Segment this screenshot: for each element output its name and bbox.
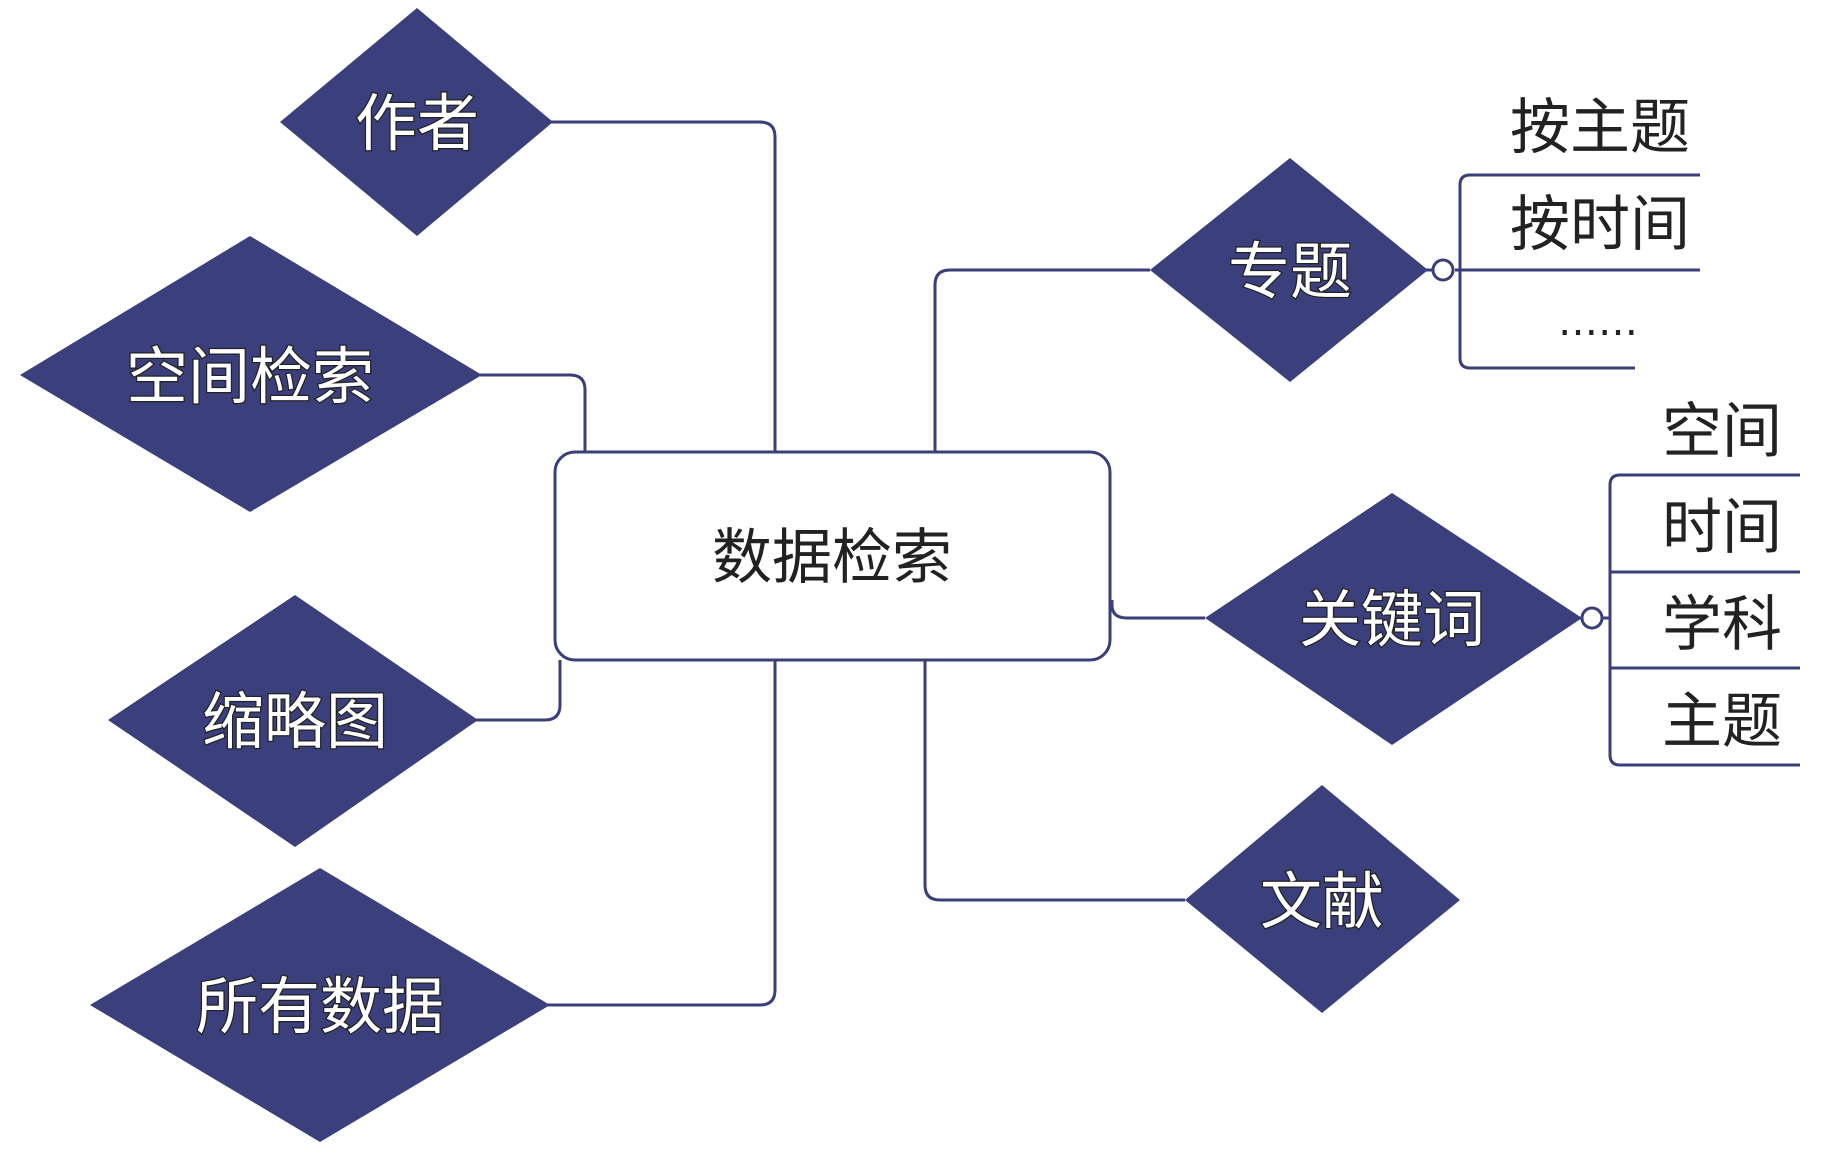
node-literature[interactable]: 文献: [1185, 785, 1460, 1013]
node-topic-label: 专题: [1228, 235, 1352, 308]
center-node-label: 数据检索: [712, 523, 952, 593]
connector-thumbnail: [475, 660, 562, 722]
node-topic[interactable]: 专题: [1150, 158, 1428, 382]
topic-children: 按主题 按时间 ……: [1510, 93, 1690, 345]
keyword-child-discipline[interactable]: 学科: [1662, 590, 1782, 660]
topic-child-by-subject[interactable]: 按主题: [1510, 93, 1690, 163]
connector-all-data: [545, 660, 777, 1007]
node-thumbnail[interactable]: 缩略图: [108, 595, 478, 847]
node-literature-label: 文献: [1260, 865, 1384, 938]
keyword-child-space[interactable]: 空间: [1662, 397, 1782, 467]
connector-spatial-search: [480, 373, 587, 452]
connector-topic: [933, 268, 1150, 452]
node-author[interactable]: 作者: [280, 8, 553, 236]
keyword-child-time[interactable]: 时间: [1662, 493, 1782, 563]
node-thumbnail-label: 缩略图: [202, 685, 388, 758]
node-spatial-search-label: 空间检索: [126, 340, 374, 413]
keyword-children: 空间 时间 学科 主题: [1662, 397, 1782, 757]
connector-author: [545, 120, 777, 452]
node-author-label: 作者: [355, 87, 479, 160]
keyword-collapse-knob[interactable]: [1580, 606, 1604, 630]
connector-keyword: [1110, 600, 1205, 620]
topic-collapse-knob[interactable]: [1431, 258, 1455, 282]
topic-child-by-time[interactable]: 按时间: [1510, 190, 1690, 260]
node-keyword-label: 关键词: [1299, 583, 1485, 656]
center-node[interactable]: 数据检索: [553, 450, 1112, 662]
keyword-branch-bracket: [1608, 473, 1800, 767]
connectors: [475, 120, 1800, 1007]
node-all-data[interactable]: 所有数据: [90, 868, 550, 1142]
node-all-data-label: 所有数据: [196, 970, 444, 1043]
connector-literature: [923, 660, 1185, 902]
topic-child-ellipsis[interactable]: ……: [1558, 299, 1638, 345]
keyword-child-subject[interactable]: 主题: [1662, 687, 1782, 757]
node-keyword[interactable]: 关键词: [1205, 493, 1582, 745]
node-spatial-search[interactable]: 空间检索: [20, 236, 482, 512]
